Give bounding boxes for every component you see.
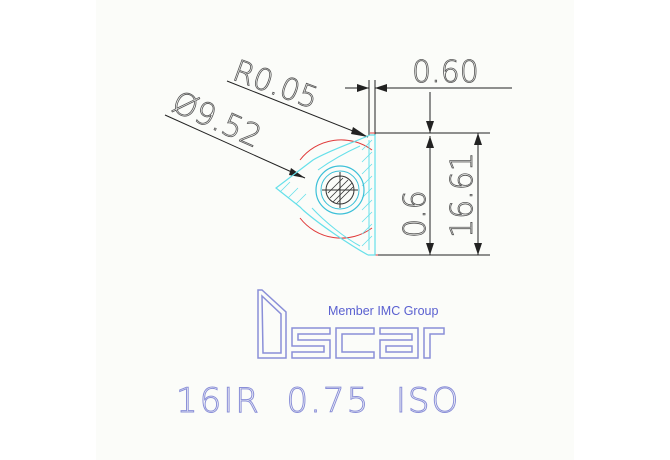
insert-outline: [275, 134, 376, 256]
v-total-arrow-top: [474, 133, 482, 145]
vertical-total-dimension: 16.61: [445, 133, 482, 255]
top-offset-dimension: 0.60: [345, 55, 512, 135]
top-arrow-right: [375, 84, 387, 92]
vertical-small-dimension: 0.6: [375, 92, 490, 256]
insert-geometry: [275, 132, 378, 256]
v-small-arrow-top: [426, 121, 434, 133]
red-arc-lower: [299, 217, 373, 239]
v-total-arrow-bottom: [474, 243, 482, 255]
diameter-leader-line: [164, 114, 306, 179]
drawing-sheet: [96, 0, 574, 460]
tool-designation: 16IR 0.75 ISO: [176, 381, 460, 421]
radius-label: R0.05: [228, 54, 322, 117]
top-arrow-left: [357, 84, 369, 92]
top-offset-label: 0.60: [412, 55, 479, 90]
radius-arrowhead: [351, 127, 368, 137]
brand-tagline: Member IMC Group: [328, 304, 438, 318]
vertical-total-label: 16.61: [445, 152, 480, 238]
insert-inner-outline: [311, 140, 370, 250]
brand-logo: [257, 289, 445, 359]
vertical-small-label: 0.6: [398, 190, 433, 238]
v-small-arrow-in: [426, 136, 434, 148]
hole-inner-circle: [320, 170, 360, 210]
v-small-arrow-bottom: [426, 243, 434, 255]
hole-outer-circle: [315, 165, 365, 215]
red-arc: [299, 139, 373, 161]
radius-leader-line: [226, 80, 369, 138]
